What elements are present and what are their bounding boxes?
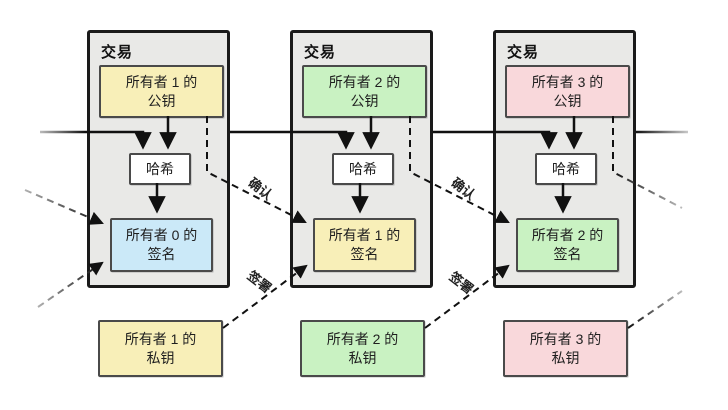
signature-text-line2: 签名 [147,246,176,262]
signature-text-line2: 签名 [553,246,582,262]
public-key-text-line1: 所有者 1 的 [125,73,198,90]
transaction-title: 交易 [507,44,540,61]
public-key-text-line2: 公钥 [147,92,176,109]
sign-label-2: 签署 [446,268,477,297]
hash-text: 哈希 [349,160,377,177]
hash-box: 哈希 [332,153,394,185]
signature-text-line1: 所有者 2 的 [531,227,604,243]
hash-box: 哈希 [535,153,597,185]
private-key-text-line1: 所有者 2 的 [326,330,399,347]
public-key-text-line1: 所有者 3 的 [531,73,604,90]
private-key-text-line2: 私钥 [551,349,580,366]
transaction-title: 交易 [101,44,134,61]
hash-text: 哈希 [552,160,580,177]
transaction-title: 交易 [304,44,337,61]
transaction-box-1: 交易 所有者 1 的 公钥 哈希 所有者 0 的 签名 [87,30,230,288]
public-key-box-owner3: 所有者 3 的 公钥 [505,65,630,118]
private-key-box-owner2: 所有者 2 的 私钥 [300,320,425,377]
private-key-text-line1: 所有者 1 的 [124,330,197,347]
verify-label-1: 确认 [245,174,276,203]
hash-box: 哈希 [129,153,191,185]
private-key-box-owner3: 所有者 3 的 私钥 [503,320,628,377]
private-key-text-line2: 私钥 [146,349,175,366]
verify-label-2: 确认 [448,174,479,203]
sign-dashed-line-3-offcanvas [627,290,683,329]
signature-text-line2: 签名 [350,246,379,262]
sign-label-1: 签署 [244,267,275,296]
transaction-box-3: 交易 所有者 3 的 公钥 哈希 所有者 2 的 签名 [493,30,636,288]
signature-box-owner0: 所有者 0 的 签名 [110,218,213,272]
transaction-box-2: 交易 所有者 2 的 公钥 哈希 所有者 1 的 签名 [290,30,433,288]
public-key-box-owner1: 所有者 1 的 公钥 [99,65,224,118]
public-key-text-line1: 所有者 2 的 [328,73,401,90]
public-key-box-owner2: 所有者 2 的 公钥 [302,65,427,118]
public-key-text-line2: 公钥 [350,92,379,109]
private-key-box-owner1: 所有者 1 的 私钥 [98,320,223,377]
private-key-text-line2: 私钥 [348,349,377,366]
private-key-text-line1: 所有者 3 的 [529,330,602,347]
signature-text-line1: 所有者 1 的 [328,227,401,243]
signature-box-owner2: 所有者 2 的 签名 [516,218,619,272]
hash-text: 哈希 [146,160,174,177]
signature-text-line1: 所有者 0 的 [125,227,198,243]
signature-box-owner1: 所有者 1 的 签名 [313,218,416,272]
public-key-text-line2: 公钥 [553,92,582,109]
